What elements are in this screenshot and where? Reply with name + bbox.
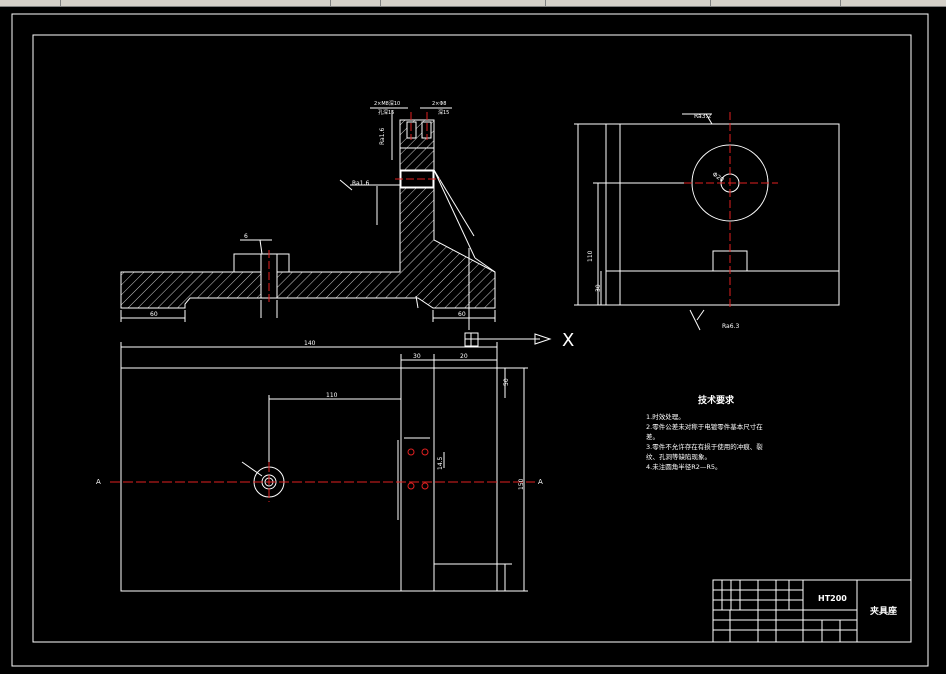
dim-side-height: 110: [587, 250, 594, 262]
plan-centerlines: [110, 462, 535, 502]
tech-req-line: 差。: [646, 432, 659, 441]
dim-plan-total: 140: [304, 340, 316, 347]
dim-plan-height: 150: [518, 478, 525, 490]
side-view: [574, 113, 840, 331]
dim-plan-a: 30: [413, 353, 421, 360]
dim-base-right: 60: [458, 311, 466, 318]
tech-requirements: 技术要求 1.时效处理。 2.零件公差未对称于电镀零件基本尺寸在 差。 3.零件…: [646, 394, 763, 471]
tech-req-line: 纹、孔洞等缺陷现象。: [646, 452, 711, 461]
tech-req-line: 1.时效处理。: [646, 412, 685, 421]
roughness-vertical: Ra1.6: [379, 128, 386, 145]
toolbar-separator: [840, 0, 842, 6]
plan-view: [120, 342, 528, 592]
front-centerlines: [268, 112, 440, 302]
front-section-view: [120, 107, 496, 330]
dim-top-note-2: 孔深15: [378, 109, 394, 116]
roughness-left-face: Ra1.6: [352, 180, 369, 187]
toolbar-separator: [330, 0, 332, 6]
dim-hole-dia: Φ20: [711, 171, 725, 184]
tech-req-line: 2.零件公差未对称于电镀零件基本尺寸在: [646, 422, 763, 431]
view-direction-marker: [464, 332, 552, 347]
dim-top-note-4: 深15: [438, 109, 449, 116]
outer-border: [11, 13, 929, 667]
title-block: [712, 579, 912, 643]
toolbar-separator: [60, 0, 62, 6]
section-arrow-left: A: [96, 478, 101, 486]
app-toolbar: [0, 0, 946, 7]
dim-plan-hole-x: 110: [326, 392, 338, 399]
dim-plan-right: 50: [503, 378, 510, 386]
dim-top-note-3: 2×Φ8: [432, 101, 447, 107]
tech-req-line: 3.零件不允许存在有损于使用的冲痕、裂: [646, 442, 763, 451]
toolbar-separator: [380, 0, 382, 6]
roughness-side-top: Ra3.2: [694, 113, 711, 120]
section-arrow-right: A: [538, 478, 543, 486]
toolbar-separator: [545, 0, 547, 6]
dim-slot-height: 14.5: [437, 456, 444, 470]
dim-side-base: 30: [595, 284, 602, 292]
cad-drawing-canvas[interactable]: 60 60 2×M8深10 孔深15 2×Φ8 深15 Ra1.6 Ra1.6 …: [0, 7, 946, 674]
tech-req-heading: 技术要求: [698, 394, 735, 406]
dim-base-left: 60: [150, 311, 158, 318]
plan-holes: [407, 448, 429, 490]
view-marker-label: X: [562, 330, 574, 351]
title-part-name: 夹具座: [870, 605, 897, 617]
title-material: HT200: [818, 594, 847, 603]
side-centerlines: [684, 112, 778, 310]
toolbar-separator: [710, 0, 712, 6]
dim-top-note-1: 2×M8深10: [374, 100, 400, 107]
roughness-side-bottom: Ra6.3: [722, 323, 739, 330]
dim-slot-width: 6: [244, 233, 248, 240]
tech-req-line: 4.未注圆角半径R2—R5。: [646, 462, 722, 471]
dim-plan-b: 20: [460, 353, 468, 360]
inner-border: [32, 34, 912, 643]
